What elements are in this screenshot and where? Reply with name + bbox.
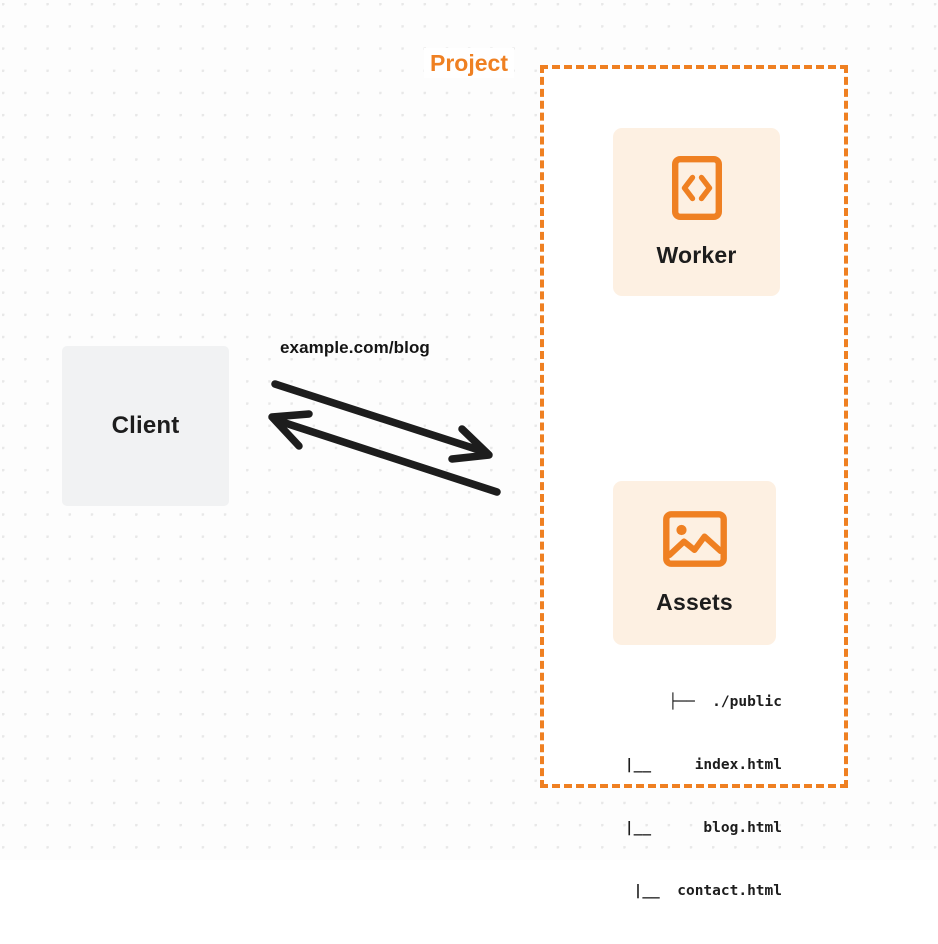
file-tree-row: |__ index.html	[624, 757, 782, 773]
image-icon	[662, 510, 727, 572]
file-tree-row: |__ blog.html	[624, 820, 782, 836]
file-tree-row: |__ contact.html	[633, 883, 782, 899]
arrow-request	[271, 380, 493, 463]
assets-file-tree: ├── ./public |__ index.html |__ blog.htm…	[588, 650, 782, 944]
arrow-response	[268, 410, 501, 496]
node-assets[interactable]: Assets	[613, 481, 776, 645]
file-tree-row: ├── ./public	[668, 694, 783, 710]
node-client[interactable]: Client	[62, 346, 229, 506]
node-worker[interactable]: Worker	[613, 128, 780, 296]
code-brackets-icon	[671, 155, 722, 225]
edge-label-request: example.com/blog	[280, 338, 430, 357]
diagram-canvas: Project Worker Assets ├── ./public |__ i…	[0, 0, 938, 899]
node-worker-label: Worker	[656, 241, 737, 268]
project-label: Project	[424, 48, 514, 78]
node-assets-label: Assets	[656, 588, 733, 615]
node-client-label: Client	[111, 412, 180, 439]
